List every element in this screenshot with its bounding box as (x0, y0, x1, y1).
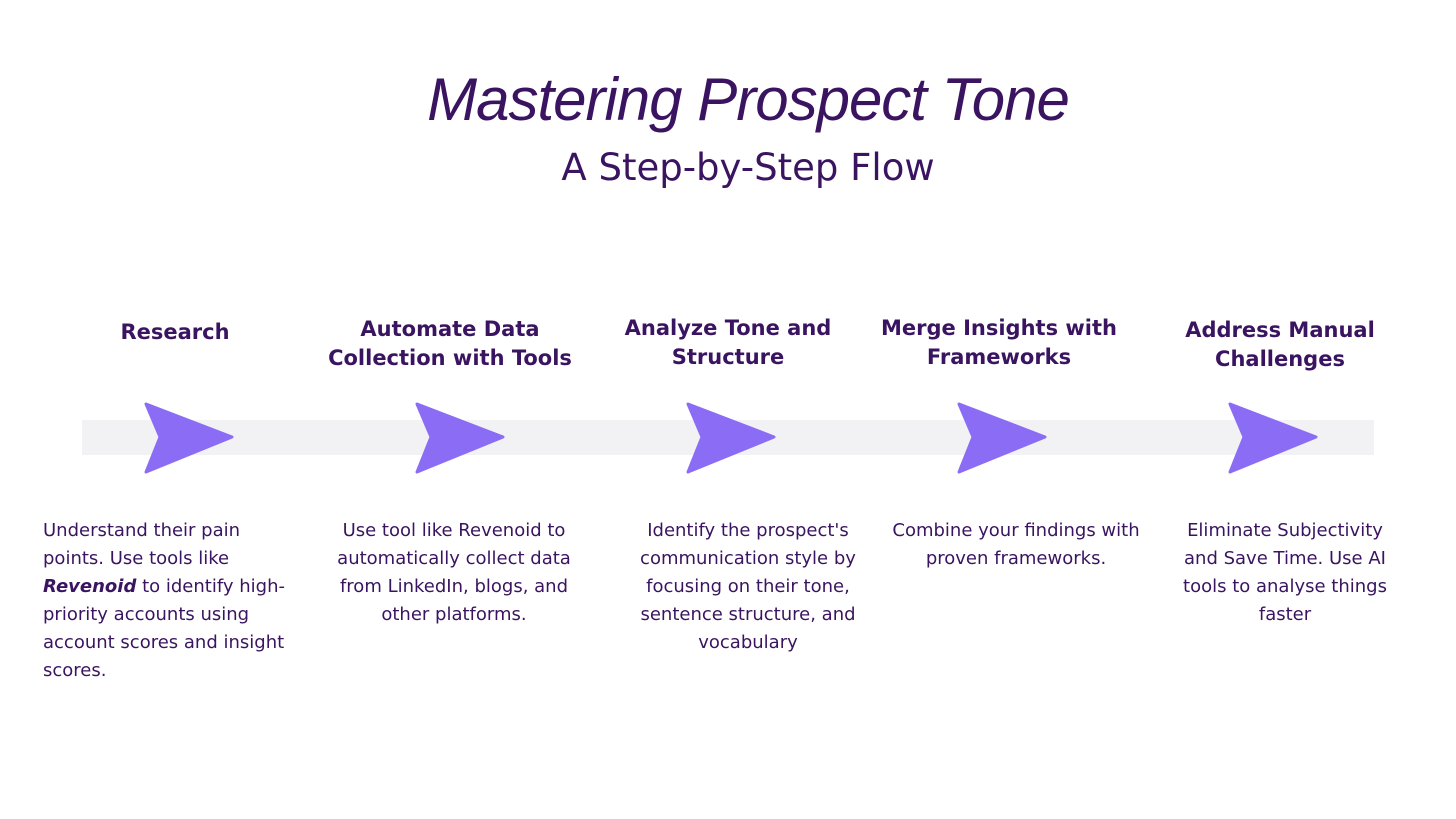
step-title-analyze: Analyze Tone and Structure (624, 316, 832, 369)
page-subtitle: A Step-by-Step Flow (561, 146, 935, 189)
page-title: Mastering Prospect Tone (427, 66, 1070, 133)
step-title-automate: Automate Data Collection with Tools (328, 317, 572, 370)
step-desc-text: Understand their pain points. Use tools … (43, 520, 241, 569)
step-desc-research: Understand their pain points. Use tools … (43, 517, 305, 685)
brand-name: Revenoid (43, 576, 137, 597)
step-desc-analyze: Identify the prospect's communication st… (640, 520, 856, 653)
step-desc-text: to identify high-priority accounts using… (43, 576, 285, 681)
arrow-right-icon (957, 402, 1047, 474)
step-desc-merge: Combine your findings with proven framew… (892, 520, 1140, 569)
arrow-right-icon (686, 402, 776, 474)
step-title-research: Research (120, 320, 230, 344)
step-desc-automate: Use tool like Revenoid to automatically … (337, 520, 571, 625)
step-title-merge: Merge Insights with Frameworks (881, 316, 1117, 369)
step-desc-address: Eliminate Subjectivity and Save Time. Us… (1183, 520, 1387, 625)
arrow-right-icon (415, 402, 505, 474)
arrow-right-icon (144, 402, 234, 474)
step-title-address: Address Manual Challenges (1185, 318, 1375, 371)
arrow-right-icon (1228, 402, 1318, 474)
